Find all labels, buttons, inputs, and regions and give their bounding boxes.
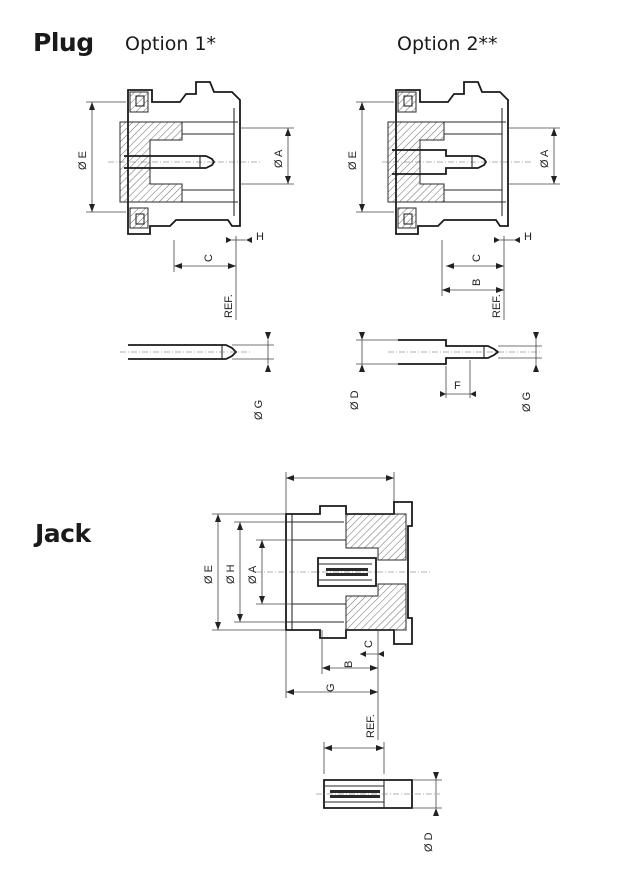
- plug1-ref-label: REF.: [223, 294, 235, 318]
- plug2-c-label: C: [471, 254, 483, 262]
- option-2-label: Option 2**: [397, 33, 498, 55]
- plug-option-1-pin-detail: Ø G: [120, 332, 274, 420]
- jack-dia-h-label: Ø H: [225, 564, 237, 584]
- plug-heading: Plug: [33, 28, 94, 57]
- plug2-dia-d-label: Ø D: [349, 390, 361, 410]
- plug1-dia-g-label: Ø G: [253, 400, 265, 420]
- jack-b-label: B: [343, 661, 355, 668]
- jack-contact-detail: Ø D: [316, 742, 442, 852]
- jack-ref-label: REF.: [365, 714, 377, 738]
- jack-dia-d-label: Ø D: [423, 832, 435, 852]
- plug2-dia-g-label: Ø G: [521, 392, 533, 412]
- plug2-dia-a-label: Ø A: [539, 149, 551, 168]
- plug1-dia-a-label: Ø A: [273, 149, 285, 168]
- option-1-label: Option 1*: [125, 33, 217, 55]
- plug2-f-label: F: [454, 380, 461, 392]
- plug2-dia-e-label: Ø E: [347, 151, 359, 170]
- jack-c-label: C: [363, 640, 375, 648]
- jack-dia-e-label: Ø E: [203, 565, 215, 584]
- plug2-h-label: H: [524, 231, 532, 243]
- plug1-c-label: C: [203, 254, 215, 262]
- plug2-b-label: B: [471, 279, 483, 286]
- plug1-dia-e-label: Ø E: [77, 151, 89, 170]
- plug-option-2-section: Ø E Ø A H C B REF.: [347, 81, 560, 320]
- plug-option-2-pin-detail: Ø D F Ø G: [349, 332, 542, 412]
- jack-heading: Jack: [35, 519, 91, 548]
- jack-g-label: G: [325, 683, 337, 692]
- plug-option-1-section: Ø E Ø A H C REF.: [77, 81, 294, 320]
- jack-dia-a-label: Ø A: [247, 565, 259, 584]
- plug1-h-label: H: [256, 231, 264, 243]
- plug2-ref-label: REF.: [491, 294, 503, 318]
- jack-section: Ø E Ø H Ø A C B G REF.: [203, 472, 430, 740]
